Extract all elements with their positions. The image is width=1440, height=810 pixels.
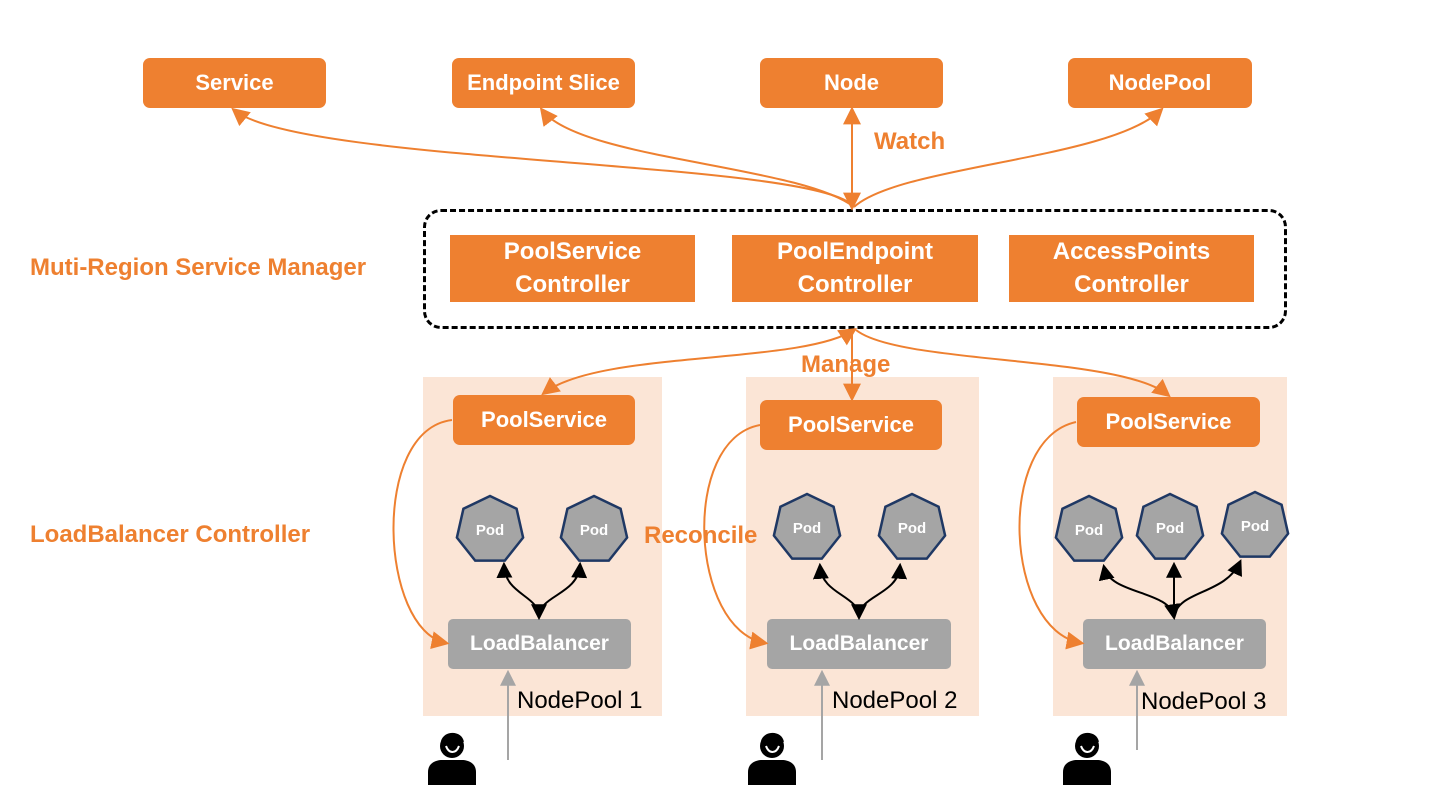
reconcile-label: Reconcile bbox=[644, 522, 758, 549]
poolendpoint-controller-box[interactable]: PoolEndpoint Controller bbox=[732, 235, 978, 302]
loadbalancer-box-3[interactable]: LoadBalancer bbox=[1083, 619, 1266, 669]
nodepool-1-label: NodePool 1 bbox=[517, 687, 643, 714]
manager-title: Muti-Region Service Manager bbox=[30, 254, 367, 281]
nodepool-2-label: NodePool 2 bbox=[832, 687, 958, 714]
service-resource-box[interactable]: Service bbox=[143, 58, 326, 108]
user-icon bbox=[1063, 732, 1111, 785]
controller-line2: Controller bbox=[1074, 270, 1189, 298]
controller-line2: Controller bbox=[515, 270, 630, 298]
poolservice-box-3[interactable]: PoolService bbox=[1077, 397, 1260, 447]
controller-line1: PoolEndpoint bbox=[777, 238, 933, 266]
watch-arrow-endpoint bbox=[539, 107, 855, 208]
controller-line1: PoolService bbox=[503, 238, 642, 266]
nodepool-resource-box[interactable]: NodePool bbox=[1068, 58, 1252, 108]
manage-label: Manage bbox=[801, 351, 891, 378]
node-resource-box[interactable]: Node bbox=[760, 58, 943, 108]
accesspoints-controller-box[interactable]: AccessPoints Controller bbox=[1009, 235, 1254, 302]
loadbalancer-box-2[interactable]: LoadBalancer bbox=[767, 619, 951, 669]
controller-line1: AccessPoints bbox=[1052, 238, 1211, 266]
watch-label: Watch bbox=[874, 128, 946, 155]
endpoint-slice-resource-box[interactable]: Endpoint Slice bbox=[452, 58, 635, 108]
nodepool-3-label: NodePool 3 bbox=[1141, 688, 1267, 715]
watch-arrow-service bbox=[231, 107, 855, 208]
user-icon bbox=[748, 732, 796, 785]
poolservice-box-2[interactable]: PoolService bbox=[760, 400, 942, 450]
user-icon bbox=[428, 732, 476, 785]
poolservice-controller-box[interactable]: PoolService Controller bbox=[450, 235, 695, 302]
lb-controller-title: LoadBalancer Controller bbox=[30, 521, 311, 548]
watch-arrow-nodepool bbox=[853, 107, 1164, 208]
poolservice-box-1[interactable]: PoolService bbox=[453, 395, 635, 445]
controller-line2: Controller bbox=[797, 270, 913, 298]
loadbalancer-box-1[interactable]: LoadBalancer bbox=[448, 619, 631, 669]
